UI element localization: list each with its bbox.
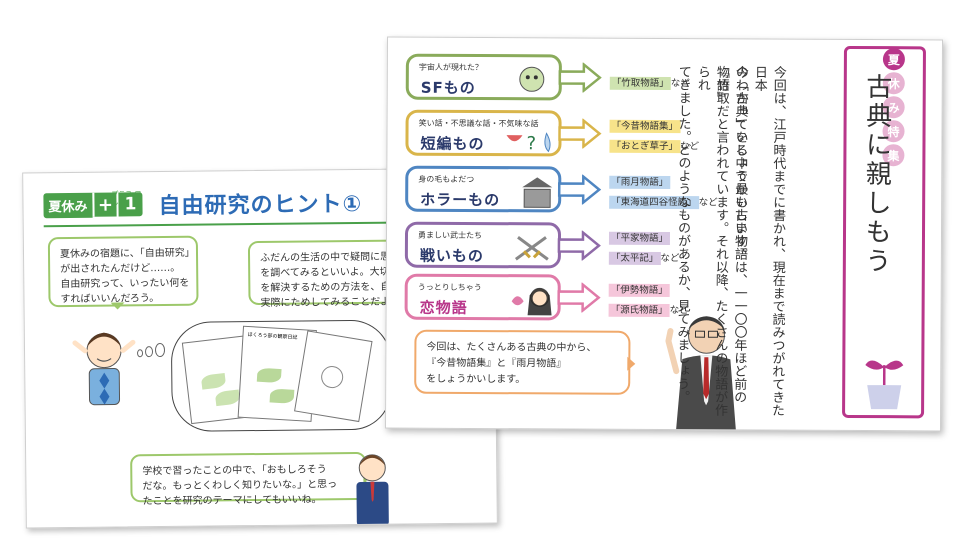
- genre-examples: 「平家物語」 「太平記」など: [608, 229, 680, 269]
- bubble-line: すればいいんだろう。: [60, 293, 160, 306]
- student-illustration: [356, 454, 389, 526]
- front-page: 宇宙人が現れた？ SFもの 「竹取物語」など 笑い話・不思議な話・不気味な話 短…: [384, 36, 944, 432]
- genre-pill: 身の毛もよだつ ホラーもの: [405, 165, 562, 213]
- bubble-line: が出されたんだけど……。: [60, 262, 181, 276]
- genre-subtitle: 笑い話・不思議な話・不気味な話: [418, 118, 539, 129]
- speech-line: をしょうかいします。: [426, 373, 526, 386]
- genre-pill: 笑い話・不思議な話・不気味な話 短編もの ?: [405, 109, 562, 157]
- thinking-boy-illustration: [72, 332, 136, 406]
- body-text-column: 物語』だと言われています。それ以降、たくさんの物語が作られ: [694, 65, 729, 417]
- teacher-illustration: [665, 316, 736, 432]
- back-header: 夏休み + 1 プラス ワン 自由研究のヒント①: [43, 184, 362, 223]
- genre-name: 戦いもの: [419, 246, 484, 266]
- back-page: 夏休み + 1 プラス ワン 自由研究のヒント① 夏休みの宿題に、「自由研究」 …: [22, 167, 498, 529]
- feature-title: 古典に親しもう: [860, 73, 892, 277]
- thought-cloud: ほくろう部の観察日記: [170, 319, 392, 432]
- genre-name: 短編もの: [420, 134, 485, 154]
- alien-icon: [519, 66, 545, 92]
- genre-pill: 宇宙人が現れた？ SFもの: [405, 53, 562, 101]
- bubble-line: 夏休みの宿題に、「自由研究」: [59, 247, 195, 261]
- arrow-icon: [557, 174, 602, 205]
- plus-one-badge: 夏休み + 1 プラス ワン: [43, 190, 143, 218]
- arrow-icon: [558, 118, 602, 149]
- example-tag: 「竹取物語」: [609, 76, 671, 91]
- swords-icon: [514, 236, 549, 261]
- example-tag: 「源氏物語」: [608, 303, 670, 318]
- example-tag: 「太平記」: [608, 251, 661, 265]
- bubble-line: 自由研究って、いったい何を: [60, 277, 190, 291]
- genre-row-horror: 身の毛もよだつ ホラーもの 「雨月物語」 「東海道四谷怪談」など: [405, 165, 718, 213]
- arrow-icon: [557, 230, 601, 261]
- genre-name: SFもの: [420, 78, 476, 98]
- teacher-speech-bubble: 今回は、たくさんある古典の中から、 『今昔物語集』と『雨月物語』 をしょうかいし…: [414, 329, 631, 395]
- back-page-title: 自由研究のヒント①: [158, 191, 363, 220]
- example-tag: 「今昔物語集」: [609, 119, 681, 134]
- genre-row-sf: 宇宙人が現れた？ SFもの 「竹取物語」など: [405, 53, 690, 101]
- badge-ruby: プラス ワン: [111, 190, 142, 209]
- genre-row-short: 笑い話・不思議な話・不気味な話 短編もの ? 「今昔物語集」 「おとぎ草子」など: [405, 109, 699, 157]
- body-text-column: てきました。どのようなものがあるか、見てみましょう。: [674, 65, 691, 404]
- badge-kanji: 夏休み: [43, 192, 93, 218]
- feature-sidebar: 夏 休 み 特 集 古典に親しもう: [842, 45, 926, 419]
- research-paper: [294, 330, 373, 423]
- genre-row-romance: うっとりしちゃう 恋物語 「伊勢物語」 「源氏物語」など: [404, 273, 689, 321]
- svg-text:?: ?: [526, 133, 536, 153]
- princess-icon: [511, 287, 552, 316]
- speech-line: 『今昔物語集』と『雨月物語』: [426, 357, 567, 370]
- arrow-icon: [557, 282, 601, 313]
- well-icon: [522, 177, 553, 208]
- arrow-icon: [558, 62, 602, 93]
- bubble-line: だな。もっとくわしく知りたいな。」と思っ: [142, 479, 338, 493]
- genre-name: ホラーもの: [420, 190, 501, 210]
- genre-name: 恋物語: [419, 298, 468, 317]
- feature-label-char: 夏: [882, 48, 905, 71]
- example-tag: 「おとぎ草子」: [609, 139, 681, 154]
- thought-dots: [137, 342, 167, 361]
- genre-row-battle: 勇ましい武士たち 戦いもの 「平家物語」 「太平記」など: [404, 221, 679, 269]
- ghost-icon: ?: [506, 132, 551, 153]
- genre-pill: うっとりしちゃう 恋物語: [404, 273, 561, 321]
- body-text-column: 今回は、江戸時代までに書かれ、現在まで読みつがれてきた日本: [751, 65, 786, 417]
- question-bubble: 夏休みの宿題に、「自由研究」 が出されたんだけど……。 自由研究って、いったい何…: [47, 235, 199, 308]
- example-tag: 「平家物語」: [608, 231, 671, 246]
- example-tag: 「伊勢物語」: [608, 283, 670, 298]
- example-tag: 「雨月物語」: [609, 175, 671, 190]
- genre-subtitle: 勇ましい武士たち: [417, 230, 483, 241]
- genre-subtitle: 身の毛もよだつ: [418, 174, 475, 185]
- genre-pill: 勇ましい武士たち 戦いもの: [404, 221, 562, 269]
- sprout-icon: [865, 360, 904, 410]
- speech-line: 今回は、たくさんある古典の中から、: [426, 341, 597, 354]
- genre-subtitle: うっとりしちゃう: [417, 282, 482, 293]
- theme-bubble: 学校で習ったことの中で、「おもしろそう だな。もっとくわしく知りたいな。」と思っ…: [130, 451, 367, 507]
- bubble-line: たことを研究のテーマにしてもいいね。: [142, 494, 322, 508]
- genre-subtitle: 宇宙人が現れた？: [418, 62, 483, 73]
